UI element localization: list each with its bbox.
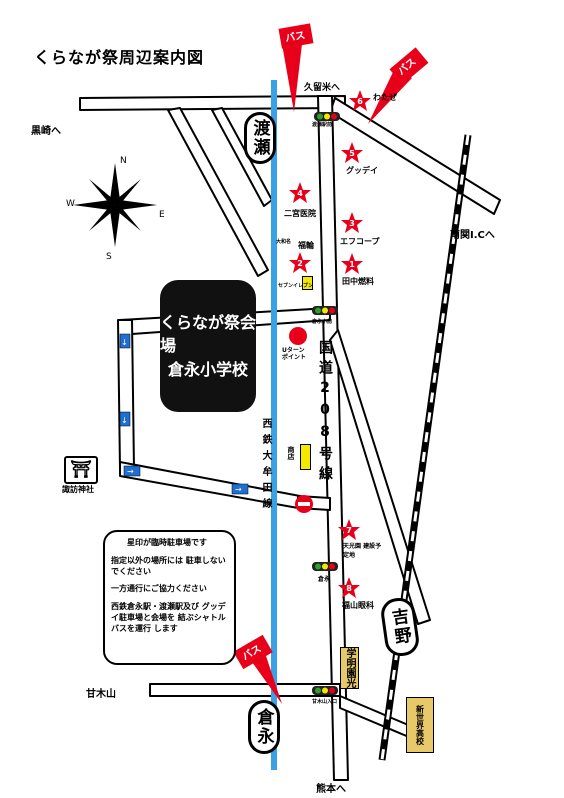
compass-rose xyxy=(73,163,157,247)
shop-marker xyxy=(300,444,311,470)
legend-line2: 指定以外の場所には 駐車しないでください xyxy=(111,555,226,576)
parking-star-1 xyxy=(341,253,363,274)
road-diag-right xyxy=(329,329,431,625)
legend-line3: 一方通行にご協力ください xyxy=(111,584,207,594)
parking-star-7 xyxy=(338,519,360,540)
compass-s: S xyxy=(106,252,112,262)
dir-kumamoto: 熊本へ xyxy=(316,784,346,795)
svg-text:→: → xyxy=(235,485,242,494)
station-wataze[interactable]: 渡瀬 xyxy=(244,112,276,164)
parking-star-8 xyxy=(338,577,360,598)
bus-arrow-bottom xyxy=(233,634,282,704)
nishitetsu-label: 西鉄大牟田線 xyxy=(260,418,271,514)
seven-eleven-marker xyxy=(302,276,313,290)
parking-label-2: 福輪 xyxy=(298,241,314,250)
parking-star-3 xyxy=(341,212,363,233)
place-amagiyama-sig: 甘木山入口 xyxy=(312,699,338,705)
parking-num-2: 2 xyxy=(297,259,303,268)
parking-num-8: 8 xyxy=(346,584,352,593)
place-shoten: 商店 xyxy=(287,446,295,460)
road-diag-left xyxy=(167,107,269,277)
parking-num-3: 3 xyxy=(349,219,355,228)
shrine-icon: ⛩ xyxy=(64,456,98,484)
route208-label: 国道208号線 xyxy=(317,340,333,486)
compass-n: N xyxy=(120,156,127,166)
parking-stars xyxy=(108,90,371,598)
bus-arrow-top xyxy=(278,23,314,112)
parking-num-7: 7 xyxy=(346,526,352,535)
dir-kurosaki: 黒崎へ xyxy=(31,126,61,137)
no-entry-sign xyxy=(295,495,313,513)
place-seven: セブンイレブン xyxy=(278,283,314,289)
road-top xyxy=(79,95,346,111)
road-bottom xyxy=(149,683,341,697)
place-gakumei: 学明園光 xyxy=(340,647,359,689)
shrine-label: 諏訪神社 xyxy=(62,485,94,494)
place-daiwa: 大和名 xyxy=(276,239,292,245)
parking-label-7: 天光園 建設予定地 xyxy=(343,543,382,559)
jr-railway xyxy=(378,134,472,761)
svg-text:→: → xyxy=(127,467,134,476)
place-kuranaga-shogakko: 倉永小前 xyxy=(312,319,333,325)
parking-num-1: 1 xyxy=(349,260,355,269)
svg-text:↓: ↓ xyxy=(121,338,128,347)
parking-num-4: 4 xyxy=(297,189,303,198)
parking-num-5: 5 xyxy=(349,149,355,158)
dir-amagiyama: 甘木山 xyxy=(86,689,116,700)
dir-nankan: 南関I.Cへ xyxy=(450,230,495,241)
map-title: くらなが祭周辺案内図 xyxy=(34,48,205,67)
venue-block[interactable]: くらなが祭会場 倉永小学校 xyxy=(160,280,256,412)
place-uturn: Uターン ポイント xyxy=(282,347,307,361)
parking-label-8: 福山眼科 xyxy=(342,601,374,610)
parking-label-5: グッデイ xyxy=(346,166,378,175)
compass-e: E xyxy=(159,210,165,220)
bus-arrow-right xyxy=(368,47,429,124)
legend-line4: 西鉄倉永駅・渡瀬駅及び グッデイ駐車場と会場を 結ぶシャトルバスを運行 します xyxy=(111,602,226,633)
traffic-signals xyxy=(312,112,340,695)
parking-label-1: 田中燃料 xyxy=(342,277,374,286)
venue-line1: くらなが祭会場 xyxy=(160,313,257,356)
parking-star-6 xyxy=(349,90,371,111)
road-route208 xyxy=(317,95,349,781)
parking-star-2 xyxy=(289,252,311,273)
place-watase-ekimae: 渡瀬駅前 xyxy=(312,122,333,128)
parking-label-4: 二宮医院 xyxy=(284,209,316,218)
place-kuranaga-sig: 倉永 xyxy=(318,576,331,583)
dir-kurume: 久留米へ xyxy=(304,83,341,93)
compass-w: W xyxy=(66,199,75,209)
legend-box: 星印が臨時駐車場です 指定以外の場所には 駐車しないでください 一方通行にご協力… xyxy=(103,530,236,665)
legend-line1: 星印が臨時駐車場です xyxy=(127,538,207,547)
station-kuranaga[interactable]: 倉永 xyxy=(248,700,280,754)
uturn-marker xyxy=(289,327,307,345)
parking-num-6: 6 xyxy=(357,97,363,106)
svg-text:↓: ↓ xyxy=(121,416,128,425)
parking-star-5 xyxy=(341,142,363,163)
parking-label-6: わたぜ xyxy=(373,93,397,102)
road-diag-left2 xyxy=(211,107,273,207)
place-shinsei: 新世界高校 xyxy=(406,697,434,753)
parking-label-3: エフコープ xyxy=(340,237,380,246)
venue-line2: 倉永小学校 xyxy=(167,359,248,379)
parking-star-4 xyxy=(289,182,311,203)
